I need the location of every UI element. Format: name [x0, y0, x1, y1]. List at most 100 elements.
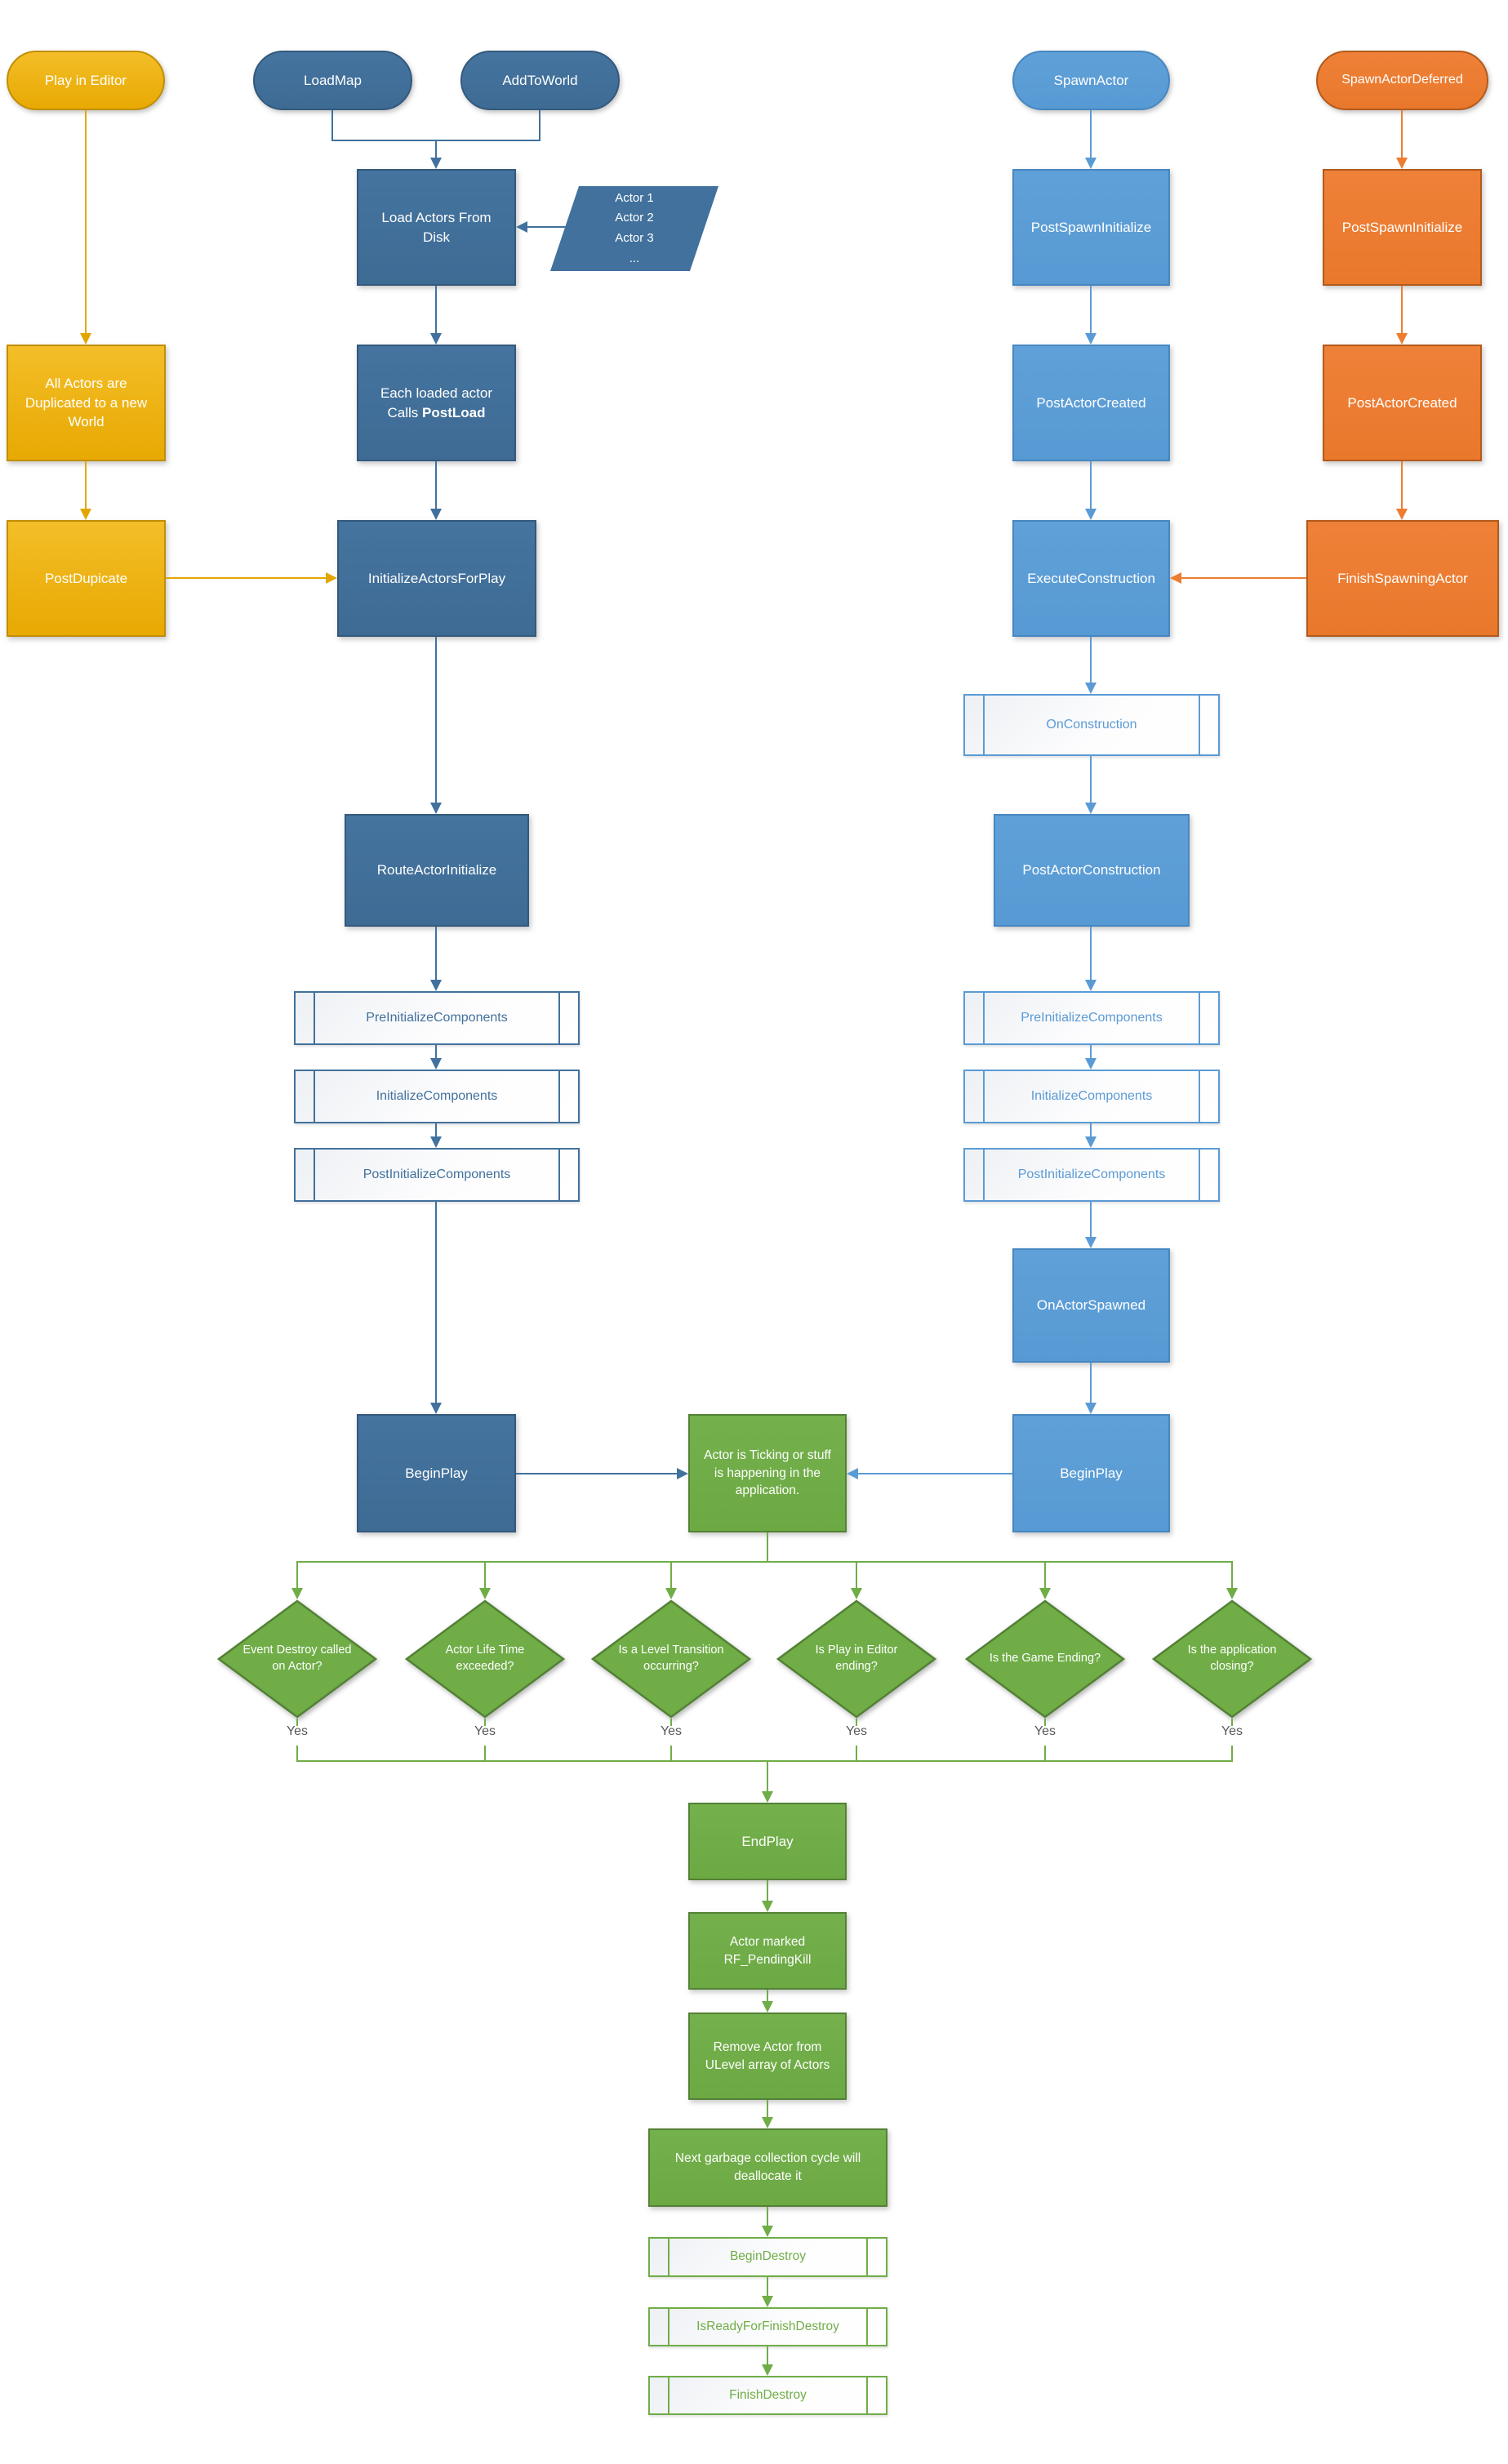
arrowhead-right	[326, 572, 337, 584]
connector-endplay-to-marked	[767, 1880, 768, 1901]
subroutine-postinitializecomponents-left: PostInitializeComponents	[294, 1148, 580, 1202]
arrowhead-down	[80, 509, 91, 520]
connector-remove-to-gc	[767, 2100, 768, 2118]
decision-actor-lifetime: Actor Life Time exceeded?	[405, 1599, 565, 1719]
subroutine-initializecomponents-left: InitializeComponents	[294, 1070, 580, 1123]
arrowhead-down	[430, 803, 442, 814]
subroutine-preinitializecomponents-right: PreInitializeComponents	[963, 991, 1220, 1045]
connector-yes-stub	[1231, 1719, 1233, 1726]
yes-label: Yes	[660, 1724, 683, 1738]
connector-branch-drop	[856, 1561, 857, 1588]
process-executeconstruction: ExecuteConstruction	[1012, 520, 1170, 637]
connector-preinit-to-init	[435, 1045, 437, 1059]
connector-postload-to-iafp	[435, 461, 437, 509]
arrowhead-down	[762, 2364, 773, 2376]
terminator-addtoworld: AddToWorld	[460, 51, 620, 110]
arrowhead-right	[677, 1468, 688, 1479]
arrowhead-down	[1226, 1588, 1238, 1599]
connector-yes-stub	[1044, 1746, 1046, 1762]
decision-level-transition: Is a Level Transition occurring?	[591, 1599, 751, 1719]
connector-loadmap-drop	[331, 110, 333, 141]
connector-beginplay-right-to-ticking	[858, 1473, 1012, 1474]
connector-onactorspawned-to-beginplay	[1090, 1363, 1092, 1403]
connector-marked-to-remove	[767, 1990, 768, 2002]
connector-branch-drop	[1231, 1561, 1233, 1588]
decision-label: Event Destroy called on Actor?	[242, 1643, 352, 1673]
connector-postinit-to-beginplay	[435, 1202, 437, 1403]
connector-deferred-to-psi	[1401, 110, 1403, 158]
yes-label: Yes	[1221, 1724, 1243, 1738]
process-finishspawningactor: FinishSpawningActor	[1306, 520, 1499, 637]
process-next-gc-deallocate: Next garbage collection cycle will deall…	[648, 2128, 887, 2207]
arrowhead-down	[1396, 333, 1408, 345]
arrowhead-down	[430, 158, 442, 169]
each-loaded-calls: Calls	[387, 404, 419, 420]
connector-preinit-to-init-r	[1090, 1045, 1092, 1059]
decision-pie-ending: Is Play in Editor ending?	[776, 1599, 936, 1719]
connector-yes-stub	[1231, 1746, 1233, 1762]
connector-yes-stub	[856, 1746, 857, 1762]
subroutine-begindestroy: BeginDestroy	[648, 2237, 887, 2277]
diamond-shape	[591, 1599, 751, 1719]
diamond-shape	[965, 1599, 1125, 1719]
connector-postdupicate-to-iafp	[166, 577, 326, 579]
diamond-shape	[776, 1599, 936, 1719]
yes-label: Yes	[845, 1724, 868, 1738]
connector-yes-stub	[296, 1746, 298, 1762]
arrowhead-down	[665, 1588, 677, 1599]
connector-merge-to-endplay	[767, 1760, 768, 1792]
connector-branch-drop	[484, 1561, 486, 1588]
process-load-actors-from-disk: Load Actors From Disk	[357, 169, 516, 286]
connector-yes-stub	[1044, 1719, 1046, 1726]
terminator-loadmap: LoadMap	[253, 51, 412, 110]
connector-duplicated-to-postdupicate	[85, 461, 87, 509]
connector-yes-stub	[484, 1746, 486, 1762]
arrowhead-down	[762, 1791, 773, 1803]
connector-onconstruction-to-pacon	[1090, 756, 1092, 803]
arrowhead-down	[762, 1901, 773, 1912]
connector-isready-to-finishdestroy	[767, 2346, 768, 2365]
process-beginplay-right: BeginPlay	[1012, 1414, 1170, 1532]
arrowhead-down	[430, 509, 442, 520]
arrowhead-down	[430, 1058, 442, 1070]
connector-addtoworld-drop	[539, 110, 540, 141]
arrowhead-down	[479, 1588, 491, 1599]
diamond-shape	[217, 1599, 377, 1719]
connector-pac-to-finishspawning	[1401, 461, 1403, 509]
process-postspawninitialize-blue: PostSpawnInitialize	[1012, 169, 1170, 286]
process-postactorcreated-orange: PostActorCreated	[1323, 345, 1482, 461]
connector-pie-to-duplicated	[85, 110, 87, 334]
yes-label: Yes	[286, 1724, 309, 1738]
terminator-spawnactor: SpawnActor	[1012, 51, 1170, 110]
arrowhead-down	[80, 333, 91, 345]
decision-label: Is the Game Ending?	[989, 1652, 1101, 1666]
process-beginplay-left: BeginPlay	[357, 1414, 516, 1532]
connector-pac-to-execute	[1090, 461, 1092, 509]
decision-application-closing: Is the application closing?	[1152, 1599, 1312, 1719]
arrowhead-down	[430, 333, 442, 345]
arrowhead-left	[516, 221, 527, 233]
subroutine-preinitializecomponents-left: PreInitializeComponents	[294, 991, 580, 1045]
subroutine-isreadyforfinishdestroy: IsReadyForFinishDestroy	[648, 2307, 887, 2346]
process-postactorcreated-blue: PostActorCreated	[1012, 345, 1170, 461]
connector-ticking-to-branchbar	[767, 1532, 768, 1563]
connector-branch-drop	[1044, 1561, 1046, 1588]
actor-list-item: Actor 1	[615, 190, 654, 205]
connector-actorlist-to-loadactors	[527, 226, 567, 228]
arrowhead-down	[762, 2226, 773, 2237]
decision-label: Is the application closing?	[1187, 1643, 1277, 1673]
process-label: Each loaded actor Calls PostLoad	[380, 384, 492, 423]
decision-label: Is a Level Transition occurring?	[618, 1643, 724, 1673]
actor-list-item: ...	[629, 251, 640, 265]
process-actor-ticking: Actor is Ticking or stuff is happening i…	[688, 1414, 847, 1532]
yes-label: Yes	[1034, 1724, 1056, 1738]
connector-yes-stub	[856, 1719, 857, 1726]
connector-init-to-postinit-r	[1090, 1123, 1092, 1137]
arrowhead-down	[1085, 1237, 1097, 1248]
subroutine-initializecomponents-right: InitializeComponents	[963, 1070, 1220, 1123]
arrowhead-down	[1085, 1058, 1097, 1070]
connector-join-to-loadactors	[435, 140, 437, 158]
arrowhead-down	[1085, 1403, 1097, 1414]
connector-gc-to-begindestroy	[767, 2207, 768, 2226]
arrowhead-down	[430, 980, 442, 991]
